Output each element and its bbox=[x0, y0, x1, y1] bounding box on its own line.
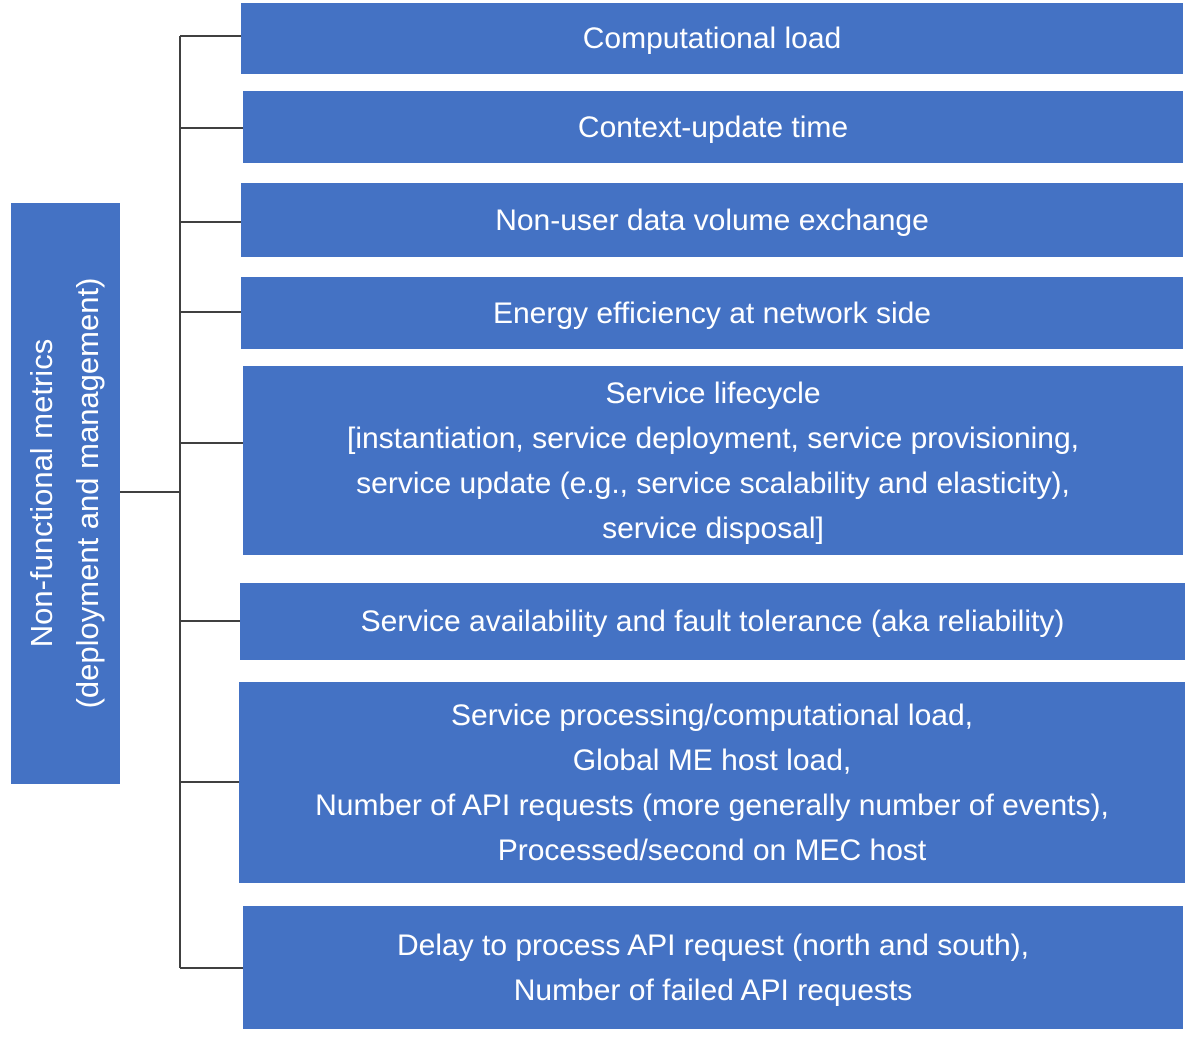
metric-service-lifecycle: Service lifecycle [instantiation, servic… bbox=[243, 366, 1183, 555]
metric-non-user-data-volume: Non-user data volume exchange bbox=[241, 183, 1183, 257]
root-node bbox=[11, 203, 120, 784]
metric-service-processing: Service processing/computational load, G… bbox=[239, 682, 1185, 883]
metric-service-availability: Service availability and fault tolerance… bbox=[240, 583, 1185, 660]
metric-computational-load: Computational load bbox=[241, 3, 1183, 74]
metric-api-request-delay: Delay to process API request (north and … bbox=[243, 906, 1183, 1029]
metric-energy-efficiency: Energy efficiency at network side bbox=[241, 277, 1183, 349]
root-node-label: Non-functional metrics (deployment and m… bbox=[24, 277, 105, 709]
metric-context-update-time: Context-update time bbox=[243, 91, 1183, 163]
